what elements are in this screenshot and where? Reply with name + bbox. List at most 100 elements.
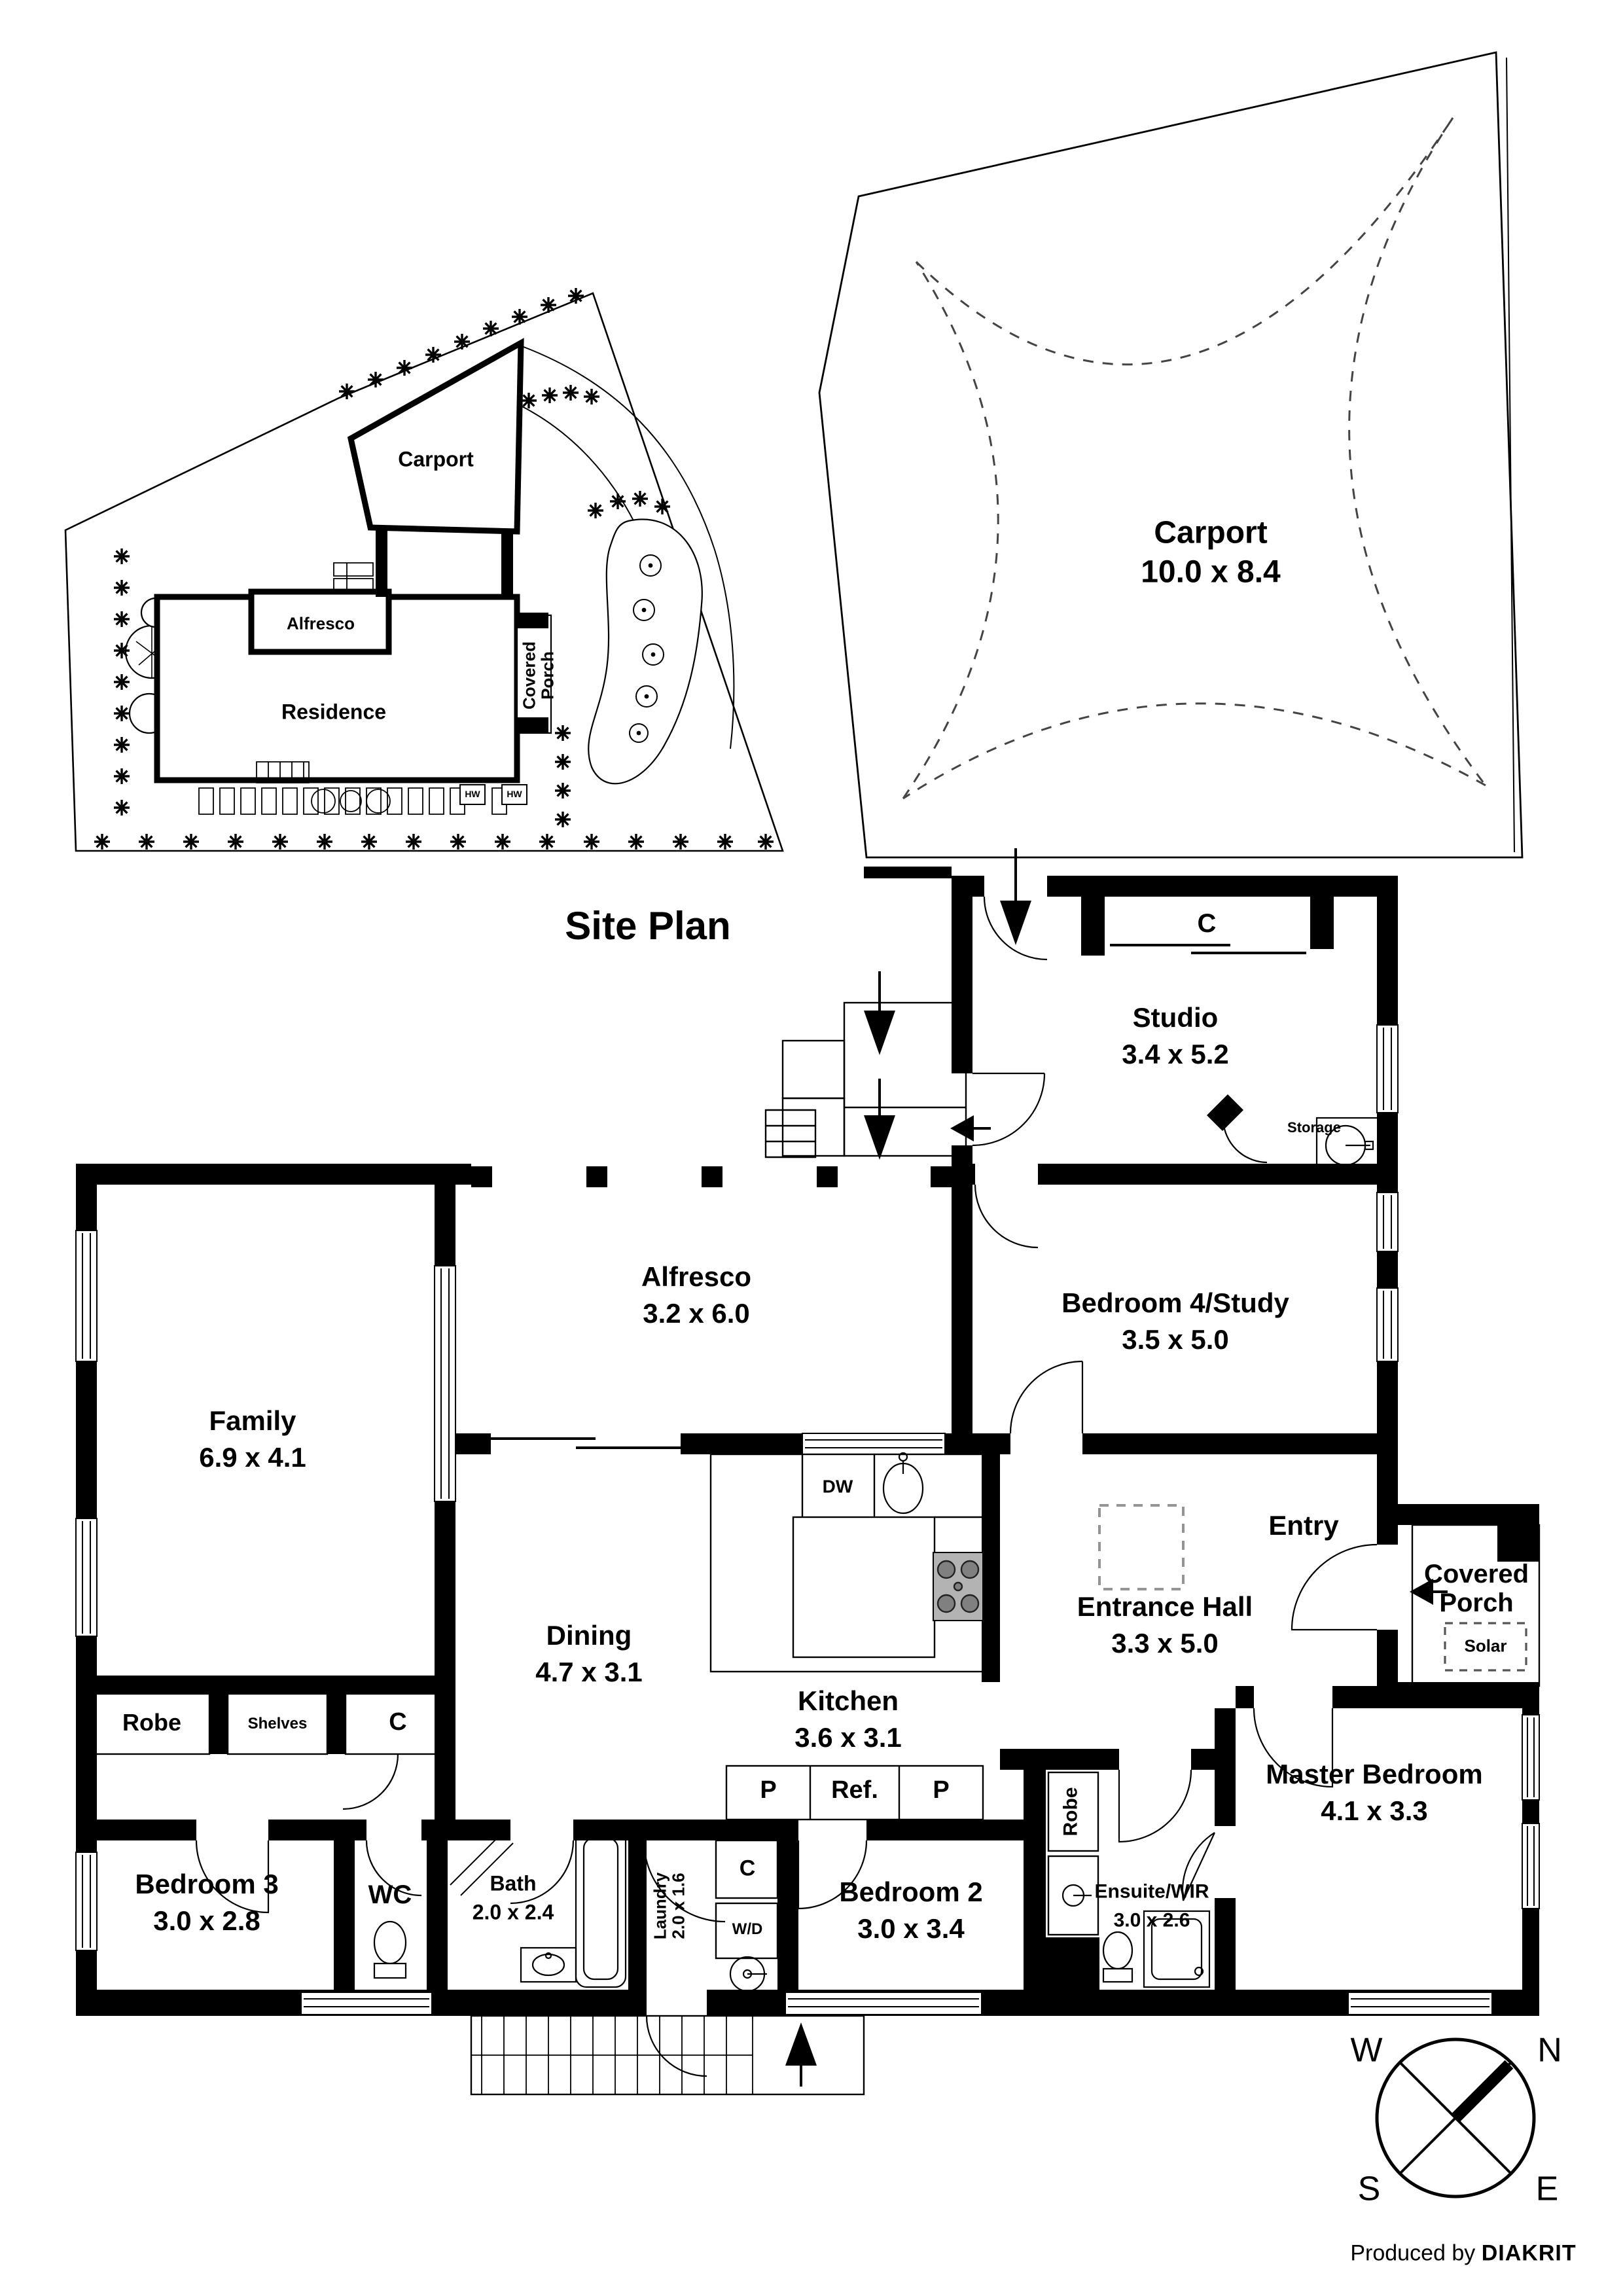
arrow-down-icon (1000, 901, 1031, 945)
site-covered-porch-label: Covered Porch (519, 641, 558, 710)
shelves-cabinet (226, 1693, 329, 1755)
window (1376, 1287, 1399, 1362)
room-dims-bath: 2.0 x 2.4 (472, 1902, 554, 1925)
room-dims-entrance: 3.3 x 5.0 (1111, 1628, 1219, 1659)
site-hw-box: HW (459, 784, 486, 805)
ensuite-vanity-box (1047, 1855, 1099, 1936)
compass-south-label: S (1357, 2168, 1381, 2208)
room-dims-master: 4.1 x 3.3 (1321, 1796, 1428, 1827)
room-label-bedroom4: Bedroom 4/Study (1061, 1288, 1289, 1319)
arrow-down-icon (864, 1115, 895, 1160)
laundry-name: Laundry (650, 1872, 670, 1940)
bed2-closet-box (715, 1839, 779, 1899)
door-arc (1181, 1832, 1215, 1901)
wd-box (715, 1902, 779, 1960)
door-arc (645, 2015, 707, 2077)
site-residence-label: Residence (281, 702, 387, 725)
robe-column-box (1047, 1771, 1099, 1852)
window (1522, 1714, 1540, 1801)
window (75, 1230, 98, 1362)
room-label-bath: Bath (490, 1873, 537, 1896)
storage-heater (1315, 1117, 1381, 1174)
site-plan-title: Site Plan (565, 905, 731, 948)
door-arc (1118, 1769, 1192, 1843)
window (300, 1992, 433, 2015)
room-label-kitchen: Kitchen (797, 1686, 899, 1717)
arrow-down-icon (864, 1011, 895, 1055)
dw-label: DW (822, 1475, 853, 1497)
windows (75, 1024, 1540, 2015)
ensuite-vanity-basin (1061, 1884, 1092, 1907)
room-label-carport: Carport (1154, 515, 1268, 551)
kitchen-sink (882, 1452, 924, 1515)
bath-vanity (520, 1946, 577, 1983)
window (1347, 1992, 1493, 2015)
carport-wall-line (1506, 57, 1515, 853)
pantry-row (725, 1765, 984, 1821)
room-label-family: Family (209, 1406, 296, 1437)
main-plan (75, 848, 1541, 2096)
covered-porch-floor (1411, 1524, 1541, 1687)
door-arc (1253, 1708, 1334, 1788)
room-dims-alfresco: 3.2 x 6.0 (643, 1299, 750, 1329)
site-alfresco-label: Alfresco (286, 613, 355, 634)
robe-label: Robe (122, 1710, 181, 1736)
site-garden-plants (629, 554, 664, 743)
room-dims-ensuite: 3.0 x 2.6 (1113, 1909, 1190, 1932)
sliding-doors (491, 944, 1306, 1449)
door-arc (1009, 1360, 1084, 1434)
room-dims-studio: 3.4 x 5.2 (1122, 1039, 1229, 1070)
solar-dashed-box (1444, 1622, 1527, 1672)
shelves-label: Shelves (247, 1713, 308, 1732)
laundry-trough (729, 1956, 767, 1992)
window (785, 1992, 982, 2015)
entry-label: Entry (1268, 1511, 1339, 1541)
site-hw-box: HW (501, 784, 527, 805)
robe-label-vertical: Robe (1060, 1787, 1082, 1837)
ensuite-toilet (1102, 1931, 1133, 1983)
door-arc (983, 896, 1048, 961)
site-carport-label: Carport (398, 449, 474, 472)
entry-arrows (785, 848, 1448, 2087)
robe-cabinet (93, 1693, 211, 1755)
arrow-stems (800, 848, 1448, 2087)
room-label-master: Master Bedroom (1266, 1759, 1483, 1790)
wc-label: WC (368, 1881, 412, 1910)
carport-structure (818, 51, 1524, 859)
footer-brand: DIAKRIT (1481, 2240, 1577, 2266)
carport-outline (818, 51, 1524, 859)
kitchen-floor-pocket (792, 1516, 936, 1659)
room-label-ensuite: Ensuite/WIR (1094, 1880, 1209, 1903)
carport-canopy-dashed (902, 117, 1487, 800)
walls (76, 867, 1539, 2016)
site-carport-outline (347, 338, 524, 535)
footer-credit: Produced by DIAKRIT (1350, 2240, 1577, 2266)
door-arc (974, 1184, 1039, 1249)
door-arc (365, 1840, 422, 1897)
compass-north-arm (1451, 2060, 1514, 2123)
pantry-label: P (760, 1777, 777, 1805)
door-arc (797, 1840, 868, 1910)
storage-wall-stub (1207, 1094, 1243, 1131)
closet-label-studio: C (1197, 910, 1217, 939)
room-dims-bedroom2: 3.0 x 3.4 (857, 1914, 965, 1945)
bathtub (575, 1829, 627, 1988)
room-dims-dining: 4.7 x 3.1 (535, 1657, 643, 1688)
skylight-dashed (1098, 1504, 1185, 1590)
wc-toilet (373, 1920, 407, 1979)
compass-west-label: W (1350, 2030, 1383, 2070)
closet-label-hall: C (389, 1709, 407, 1737)
room-dims-carport: 10.0 x 8.4 (1141, 554, 1281, 590)
site-deck-boards (198, 562, 507, 815)
arrow-left-icon (1410, 1579, 1433, 1605)
fridge-label: Ref. (831, 1777, 878, 1805)
room-dims-family: 6.9 x 4.1 (199, 1443, 306, 1473)
laundry-label-vertical: Laundry 2.0 x 1.6 (650, 1872, 688, 1940)
window (434, 1265, 456, 1502)
rear-deck-boards (471, 2016, 753, 2094)
ensuite-shower (1143, 1910, 1211, 1988)
window (1522, 1823, 1540, 1909)
room-dims-bedroom3: 3.0 x 2.8 (153, 1906, 260, 1937)
